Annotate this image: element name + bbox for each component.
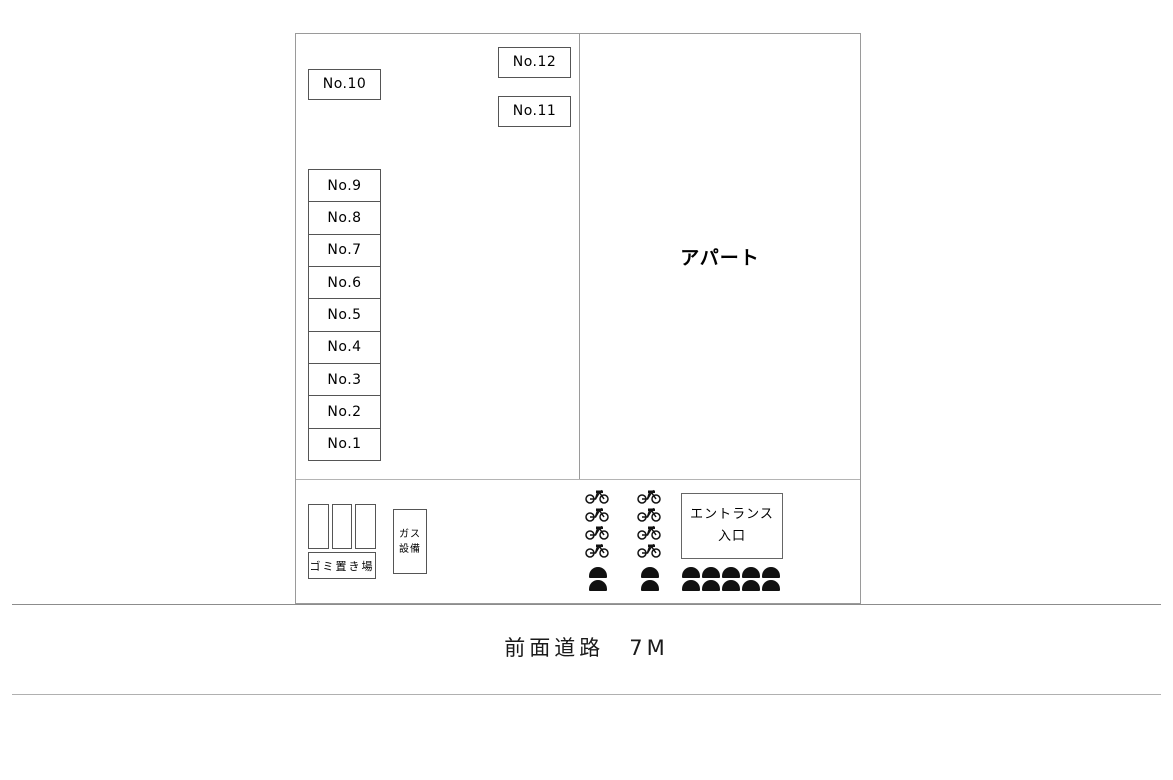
gas-equipment-box: ガス 設備: [393, 509, 427, 574]
parking-stall-no8[interactable]: No.8: [309, 202, 380, 235]
shrub-icon: [722, 567, 740, 578]
entrance-label-line1: エントランス: [690, 506, 774, 522]
road-label: 前面道路 7M: [504, 636, 669, 660]
parking-stall-no12-label: No.12: [512, 54, 557, 71]
entrance-label-line2: 入口: [717, 529, 746, 544]
parking-stall-no2[interactable]: No.2: [309, 396, 380, 429]
gas-equipment-label-line1: ガス: [399, 528, 421, 540]
trash-bin-group: [308, 504, 377, 549]
shrub-icon: [742, 580, 760, 591]
shrub-icon: [762, 567, 780, 578]
shrub-icon: [682, 567, 700, 578]
shrub-icon: [589, 580, 607, 591]
bicycle-icon: [585, 525, 609, 540]
shrub-icon: [641, 567, 659, 578]
trash-area-label: ゴミ置き場: [308, 552, 376, 579]
entrance-box[interactable]: エントランス 入口: [681, 493, 783, 559]
site-divider-vertical: [579, 34, 580, 480]
bicycle-icon: [637, 507, 661, 522]
trash-bin: [355, 504, 377, 549]
parking-stall-no5[interactable]: No.5: [309, 299, 380, 332]
parking-stall-column: No.9 No.8 No.7 No.6 No.5 No.4 No.3 No.2: [308, 169, 381, 461]
parking-stall-no6[interactable]: No.6: [309, 267, 380, 300]
bicycle-icon: [585, 489, 609, 504]
apartment-building-label: アパート: [680, 247, 760, 269]
road-edge-upper: [12, 604, 1161, 605]
parking-stall-no12[interactable]: No.12: [498, 47, 571, 78]
bicycle-parking-group-right: [636, 489, 662, 558]
bicycle-icon: [637, 525, 661, 540]
bicycle-icon: [585, 543, 609, 558]
shrub-icon: [742, 567, 760, 578]
parking-stall-no7-label: No.7: [327, 242, 362, 259]
parking-stall-no8-label: No.8: [327, 209, 362, 226]
parking-stall-no3[interactable]: No.3: [309, 364, 380, 397]
shrub-icon: [702, 567, 720, 578]
parking-stall-no5-label: No.5: [327, 306, 362, 323]
parking-stall-no3-label: No.3: [327, 371, 362, 388]
parking-stall-no10[interactable]: No.10: [308, 69, 381, 100]
shrub-icon: [641, 580, 659, 591]
parking-stall-no2-label: No.2: [327, 403, 362, 420]
shrub-icon: [722, 580, 740, 591]
site-boundary: アパート No.10 No.12 No.11 No.9 No.8 No.7 No…: [295, 33, 861, 604]
trash-bin: [331, 504, 353, 549]
parking-stall-no9-label: No.9: [327, 177, 362, 194]
shrub-icon: [762, 580, 780, 591]
parking-stall-no6-label: No.6: [327, 274, 362, 291]
trash-bin: [308, 504, 329, 549]
parking-stall-no7[interactable]: No.7: [309, 235, 380, 267]
site-divider-horizontal: [296, 479, 860, 480]
road-edge-lower: [12, 694, 1161, 695]
parking-stall-no10-label: No.10: [322, 76, 367, 93]
parking-stall-no4[interactable]: No.4: [309, 332, 380, 364]
parking-stall-no1-label: No.1: [327, 436, 362, 453]
parking-stall-no11-label: No.11: [512, 103, 557, 120]
bicycle-parking-group-left: [584, 489, 610, 558]
shrub-icon: [682, 580, 700, 591]
shrub-icon: [589, 567, 607, 578]
bicycle-icon: [637, 543, 661, 558]
bicycle-icon: [637, 489, 661, 504]
parking-stall-no4-label: No.4: [327, 339, 362, 356]
shrub-icon: [702, 580, 720, 591]
parking-stall-no11[interactable]: No.11: [498, 96, 571, 127]
parking-stall-no9[interactable]: No.9: [309, 170, 380, 203]
gas-equipment-label-line2: 設備: [399, 543, 421, 555]
bicycle-icon: [585, 507, 609, 522]
parking-stall-no1[interactable]: No.1: [309, 429, 380, 460]
